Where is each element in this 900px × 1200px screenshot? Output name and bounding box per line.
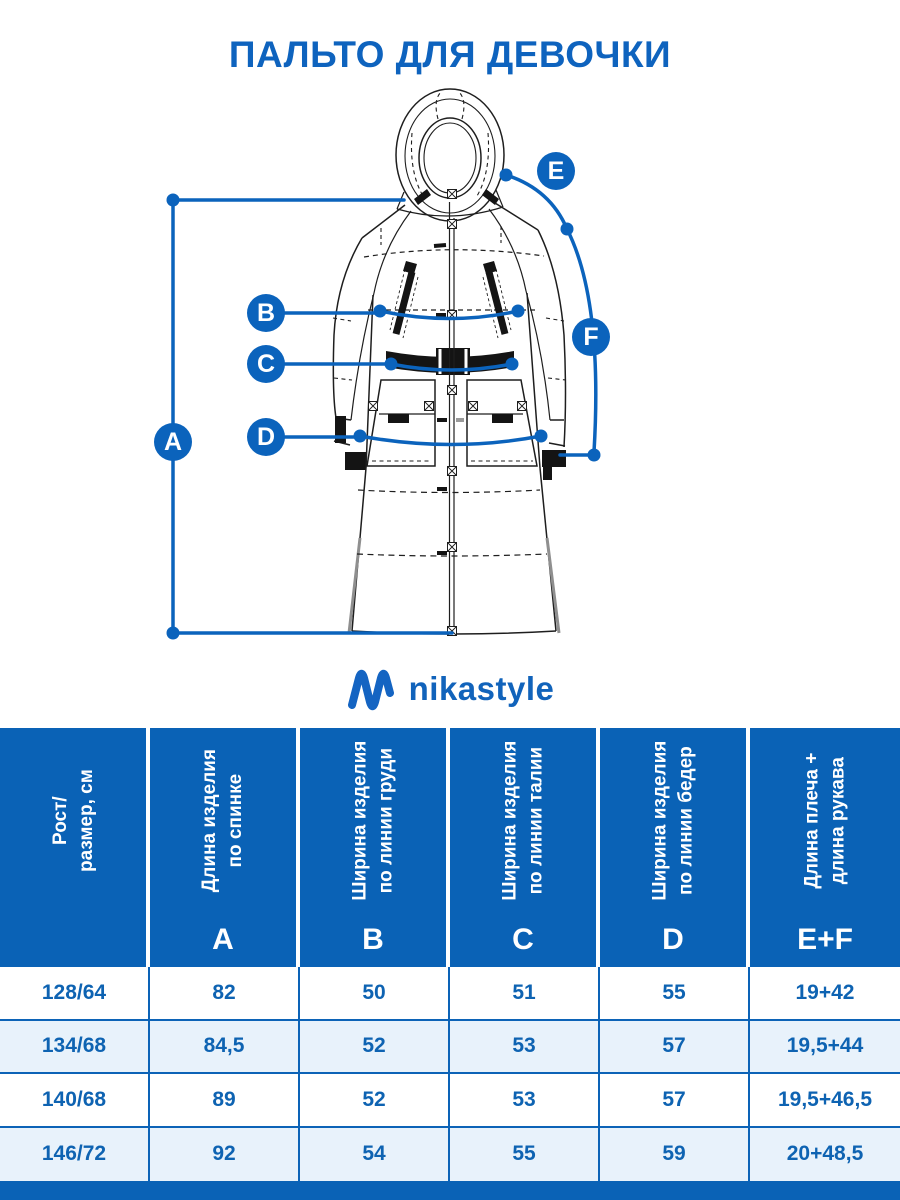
measure-marker-a: A <box>154 423 192 461</box>
measure-marker-d: D <box>247 418 285 456</box>
table-cell: 89 <box>150 1074 300 1126</box>
table-cell: 53 <box>450 1020 600 1072</box>
column-header-c: Ширина изделия по линии талии C <box>450 728 600 967</box>
column-header-b: Ширина изделия по линии груди B <box>300 728 450 967</box>
header-line: по линии груди <box>375 747 397 894</box>
table-cell: 20+48,5 <box>786 1142 864 1166</box>
header-letter: C <box>512 923 534 956</box>
table-cell: 128/64 <box>0 967 150 1019</box>
column-header-d: Ширина изделия по линии бедер D <box>600 728 750 967</box>
measure-marker-b: B <box>247 294 285 332</box>
coat-diagram <box>166 88 601 640</box>
measure-marker-c: C <box>247 345 285 383</box>
table-row: 146/72 92 54 55 59 20+48,5 <box>0 1127 900 1181</box>
table-cell: 140/68 <box>0 1074 150 1126</box>
header-letter: A <box>212 923 234 956</box>
table-cell: 19+42 <box>795 980 855 1004</box>
table-cell: 59 <box>600 1127 750 1181</box>
column-header-height-size: Рост/ размер, см <box>0 728 150 967</box>
coat-outline <box>332 88 567 635</box>
header-line: по линии талии <box>525 746 547 895</box>
measurement-lines <box>171 173 598 635</box>
header-line: Длина плеча + <box>801 752 823 889</box>
table-cell: 19,5+44 <box>786 1034 864 1058</box>
header-line: Ширина изделия <box>499 740 521 901</box>
table-cell: 92 <box>150 1127 300 1181</box>
table-cell: 134/68 <box>0 1020 150 1072</box>
column-header-ef: Длина плеча + длина рукава E+F <box>750 728 900 967</box>
snap-fasteners <box>368 189 527 636</box>
header-letter: D <box>662 923 684 956</box>
table-cell: 53 <box>450 1074 600 1126</box>
header-line: Длина изделия <box>199 748 221 893</box>
page-title: ПАЛЬТО ДЛЯ ДЕВОЧКИ <box>228 34 672 75</box>
table-row: 128/64 82 50 51 55 19+42 <box>0 967 900 1021</box>
header-line: Ширина изделия <box>349 740 371 901</box>
table-row: 134/68 84,5 52 53 57 19,5+44 <box>0 1020 900 1074</box>
table-cell: 51 <box>450 967 600 1019</box>
header-line: размер, см <box>74 769 96 872</box>
measurement-dots <box>166 168 601 640</box>
header-line: Ширина изделия <box>649 740 671 901</box>
header-line: по спинке <box>224 773 246 868</box>
column-header-a: Длина изделия по спинке A <box>150 728 300 967</box>
brand-name: nikastyle <box>408 670 555 707</box>
header-letter: B <box>362 923 384 956</box>
table-cell: 52 <box>300 1020 450 1072</box>
header-line: длина рукава <box>827 756 848 885</box>
table-cell: 57 <box>600 1074 750 1126</box>
table-cell: 55 <box>600 967 750 1019</box>
header-line: Рост/ <box>49 796 71 845</box>
table-cell: 52 <box>300 1074 450 1126</box>
measure-marker-e: E <box>537 152 575 190</box>
header-line: по линии бедер <box>675 746 697 895</box>
nikastyle-logo-icon <box>347 669 394 711</box>
table-cell: 55 <box>450 1127 600 1181</box>
table-cell: 19,5+46,5 <box>777 1087 872 1111</box>
table-header-row: Рост/ размер, см Длина изделия по спинке… <box>0 728 900 967</box>
header-letter: E+F <box>797 923 853 956</box>
table-cell: 57 <box>600 1020 750 1072</box>
brand-logo: nikastyle <box>0 662 900 716</box>
measure-marker-f: F <box>572 318 610 356</box>
table-cell: 82 <box>150 967 300 1019</box>
table-cell: 54 <box>300 1127 450 1181</box>
table-row: 140/68 89 52 53 57 19,5+46,5 <box>0 1074 900 1128</box>
size-table: Рост/ размер, см Длина изделия по спинке… <box>0 728 900 1181</box>
table-cell: 50 <box>300 967 450 1019</box>
header-letter <box>0 913 146 967</box>
footer-bar <box>0 1181 900 1200</box>
table-cell: 84,5 <box>150 1020 300 1072</box>
table-cell: 146/72 <box>0 1127 150 1181</box>
